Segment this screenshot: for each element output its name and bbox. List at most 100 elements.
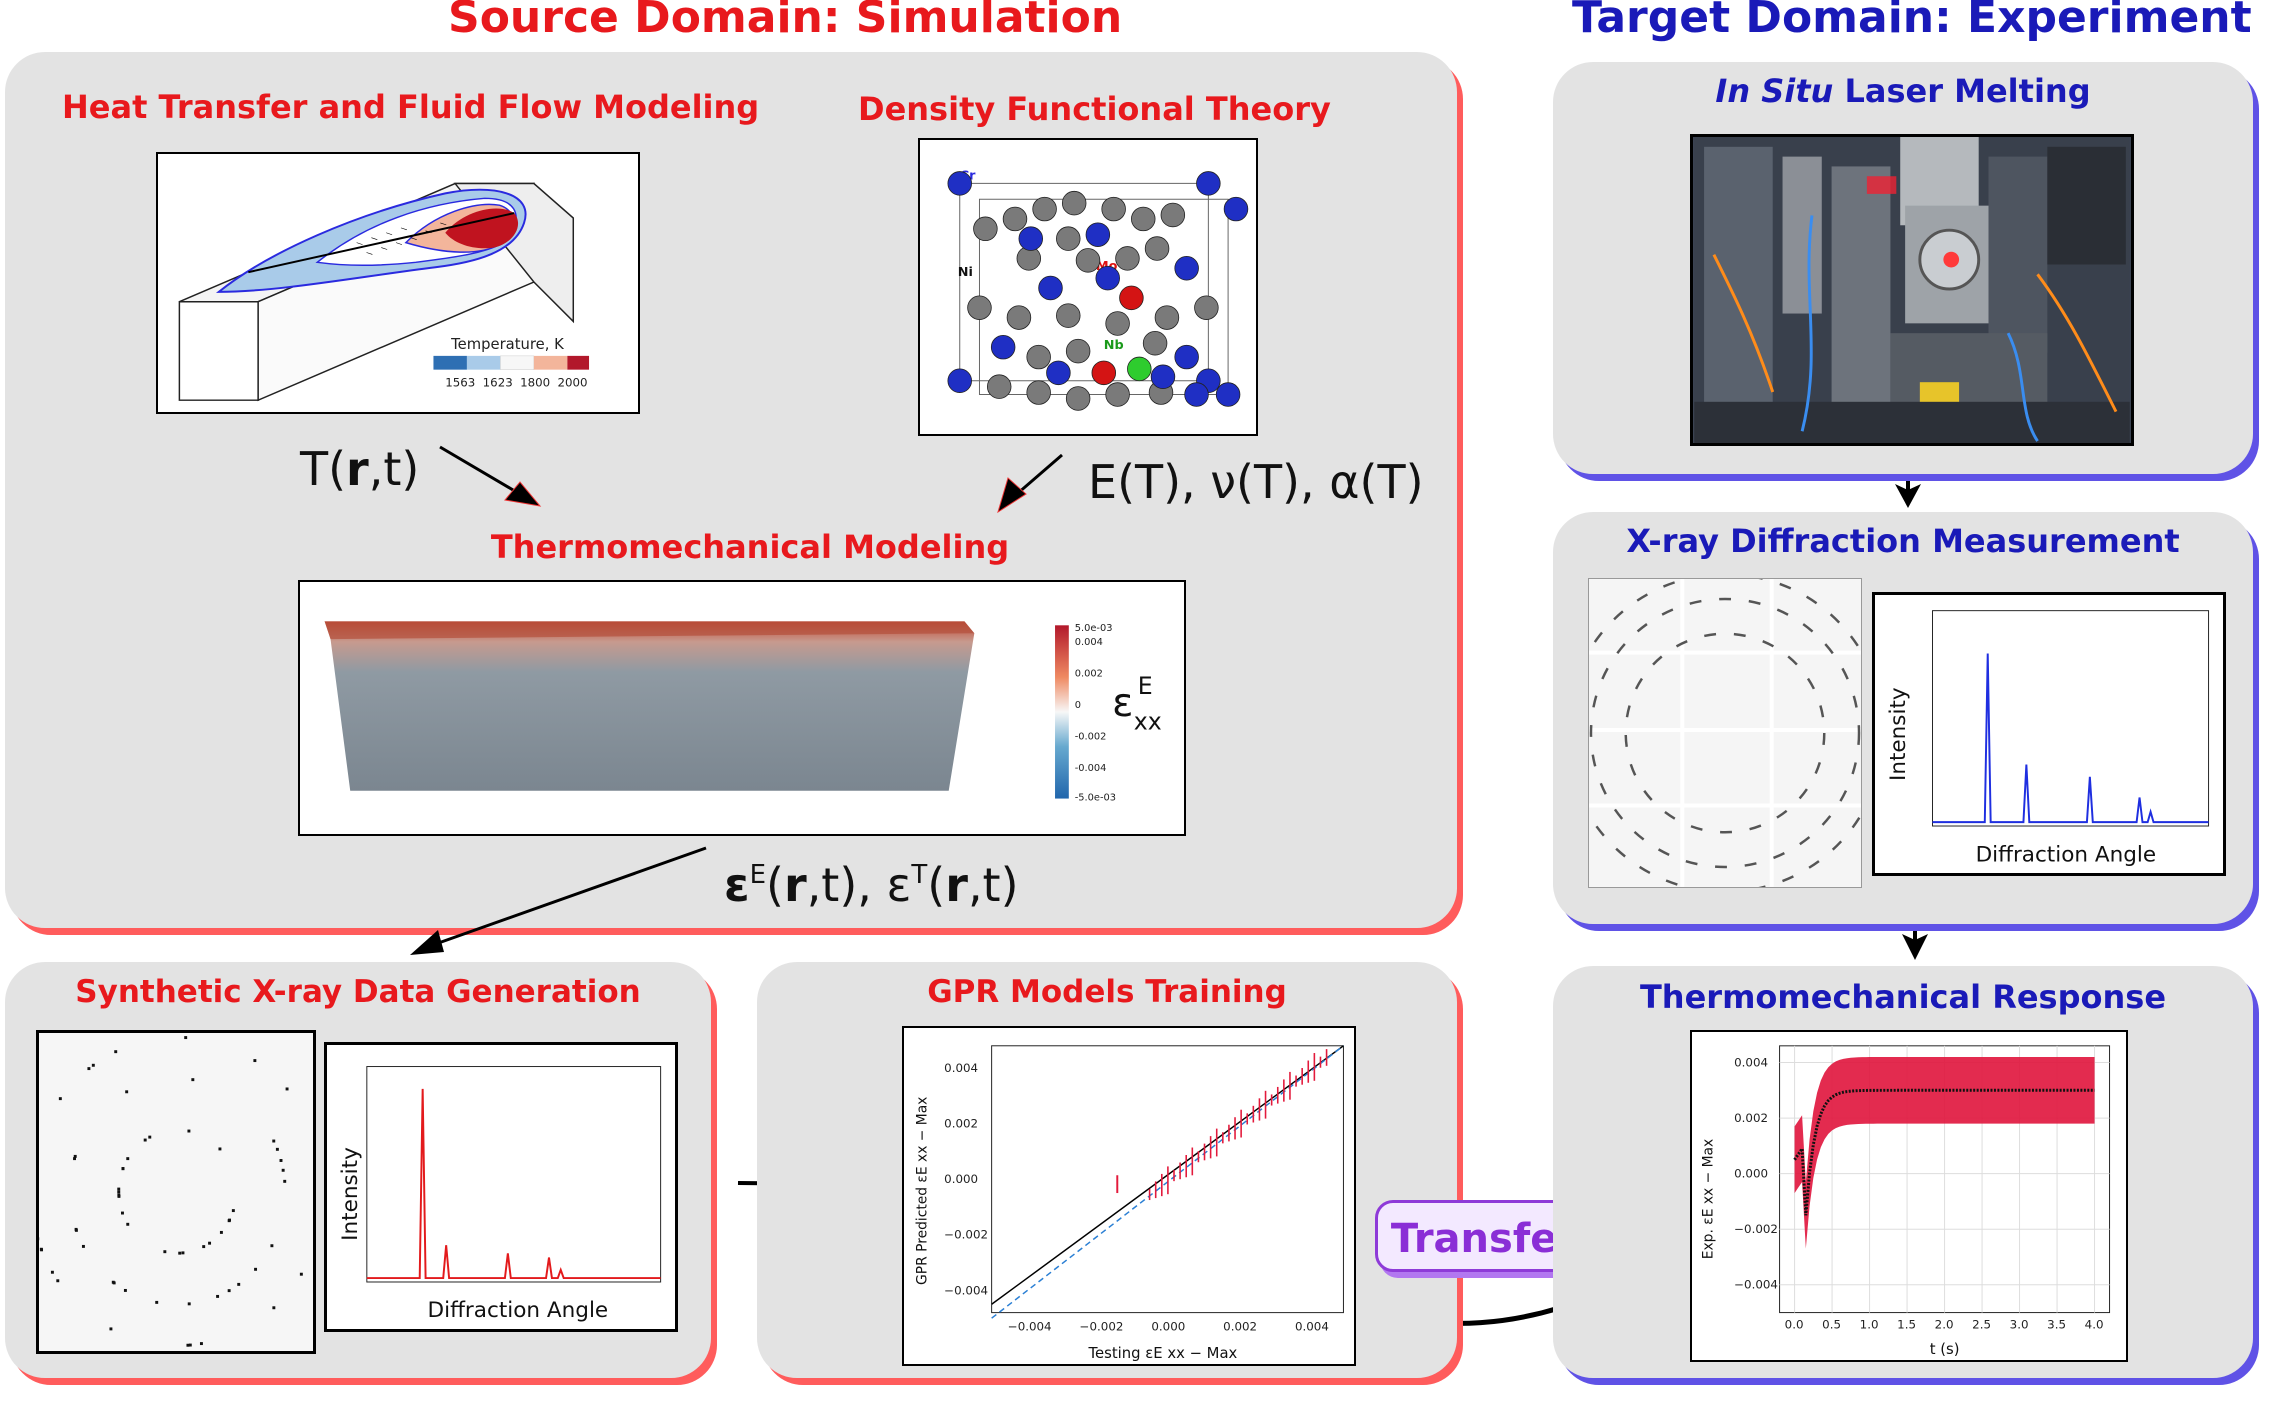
- dft-title: Density Functional Theory: [858, 90, 1331, 128]
- eq-bold: r: [945, 858, 968, 912]
- diffraction-spot: [188, 1343, 192, 1347]
- diffraction-spot: [114, 1050, 118, 1054]
- atom: [1105, 311, 1130, 336]
- diffraction-spot: [91, 1063, 95, 1067]
- diffraction-spot: [237, 1282, 241, 1286]
- diffraction-spot: [208, 1241, 212, 1245]
- colorbar-tick: -0.004: [1075, 763, 1107, 774]
- diffraction-spot: [299, 1272, 303, 1276]
- response-ytick: −0.004: [1734, 1278, 1778, 1292]
- diffraction-spot: [58, 1097, 62, 1101]
- diffraction-spot: [272, 1306, 276, 1310]
- legend-tick: 1800: [520, 375, 550, 389]
- atom: [1056, 226, 1081, 251]
- xrd-xlabel: Diffraction Angle: [1976, 842, 2157, 867]
- diffraction-spot: [285, 1087, 289, 1091]
- diffraction-spot: [186, 1343, 190, 1347]
- atom: [1018, 226, 1044, 251]
- atom: [1174, 256, 1199, 281]
- atom: [1115, 246, 1140, 271]
- atom: [1101, 196, 1126, 222]
- atom: [1006, 305, 1032, 330]
- source-domain-title: Source Domain: Simulation: [448, 0, 1123, 43]
- response-xtick: 1.0: [1860, 1317, 1879, 1331]
- atom: [1032, 196, 1057, 222]
- synthetic-xray-title: Synthetic X-ray Data Generation: [75, 974, 641, 1010]
- diffraction-peaks: [1932, 653, 2209, 824]
- diffraction-spot: [184, 1036, 188, 1040]
- atom: [1160, 202, 1186, 228]
- transfer-label: Transfer: [1375, 1200, 1593, 1272]
- eq-text: (: [766, 858, 784, 912]
- synthetic-pattern-chart: Intensity Diffraction Angle: [324, 1042, 678, 1332]
- legend-tick: 2000: [558, 375, 588, 389]
- nb-label: Nb: [1104, 338, 1124, 353]
- laser-melting-photo: [1690, 134, 2134, 446]
- response-xtick: 2.0: [1935, 1317, 1954, 1331]
- diffraction-spot: [56, 1279, 60, 1283]
- xrd-detector-image: [1588, 578, 1862, 888]
- atom: [1095, 265, 1120, 291]
- diffraction-spot: [187, 1129, 191, 1133]
- gpr-xtick: −0.002: [1080, 1319, 1124, 1333]
- atom: [1154, 305, 1180, 330]
- strain-field-equation: εE(r,t), εT(r,t): [724, 858, 1019, 912]
- atom: [1002, 206, 1028, 232]
- ni-label: Ni: [958, 265, 973, 280]
- response-ylabel: Exp. εE xx − Max: [1700, 1139, 1716, 1259]
- atom: [947, 171, 972, 196]
- atom: [1131, 206, 1156, 232]
- diffraction-spot: [219, 1230, 223, 1234]
- strain-symbol: ε: [1112, 680, 1133, 726]
- diffraction-spot: [216, 1294, 220, 1298]
- diffraction-spot: [117, 1194, 121, 1198]
- diffraction-spot: [155, 1300, 159, 1304]
- diffraction-peaks: [366, 1088, 661, 1280]
- eq-bold: r: [784, 858, 807, 912]
- atom: [1056, 303, 1081, 328]
- colorbar-tick: -0.002: [1075, 732, 1107, 743]
- atom: [1174, 344, 1199, 370]
- eq-text: T(: [300, 442, 347, 496]
- atom: [1085, 222, 1111, 247]
- insitu-rest: Laser Melting: [1833, 72, 2091, 110]
- target-domain-title: Target Domain: Experiment: [1572, 0, 2252, 43]
- atom: [1075, 248, 1101, 273]
- gpr-title: GPR Models Training: [927, 974, 1287, 1010]
- temperature-field-equation: T(r,t): [300, 442, 419, 496]
- gpr-xtick: 0.000: [1151, 1319, 1185, 1333]
- atom: [1144, 236, 1170, 261]
- xrd-title: X-ray Diffraction Measurement: [1626, 522, 2180, 560]
- colorbar-tick: 0.002: [1075, 669, 1103, 680]
- gpr-xtick: −0.004: [1008, 1319, 1052, 1333]
- colorbar-tick: 5.0e-03: [1075, 623, 1113, 634]
- synthetic-ylabel: Intensity: [338, 1147, 363, 1241]
- diffraction-spot: [228, 1218, 231, 1222]
- insitu-italic: In Situ: [1715, 72, 1834, 110]
- response-band: [1794, 1056, 2095, 1249]
- legend-tick: 1623: [483, 375, 513, 389]
- atom: [1026, 344, 1051, 370]
- atom: [1091, 360, 1117, 386]
- response-ytick: 0.000: [1734, 1167, 1768, 1181]
- response-ytick: 0.004: [1734, 1055, 1768, 1069]
- diffraction-spot: [148, 1135, 152, 1139]
- atom: [947, 368, 972, 393]
- diffraction-spot: [279, 1159, 283, 1162]
- response-ytick: −0.002: [1734, 1222, 1778, 1236]
- synthetic-detector-image: [36, 1030, 316, 1354]
- response-xtick: 3.5: [2047, 1317, 2066, 1331]
- diffraction-spot: [125, 1090, 129, 1094]
- colorbar-tick: -5.0e-03: [1075, 793, 1116, 804]
- diffraction-spot: [117, 1190, 121, 1194]
- response-xtick: 2.5: [1972, 1317, 1991, 1331]
- gpr-ylabel: GPR Predicted εE xx − Max: [914, 1097, 930, 1285]
- atom: [1223, 196, 1249, 222]
- atom: [1142, 331, 1168, 356]
- atom: [1215, 382, 1241, 407]
- diffraction-spot: [123, 1288, 127, 1292]
- xrd-pattern-chart: Intensity Diffraction Angle: [1872, 592, 2226, 876]
- atom: [1046, 360, 1071, 386]
- response-xtick: 4.0: [2085, 1317, 2104, 1331]
